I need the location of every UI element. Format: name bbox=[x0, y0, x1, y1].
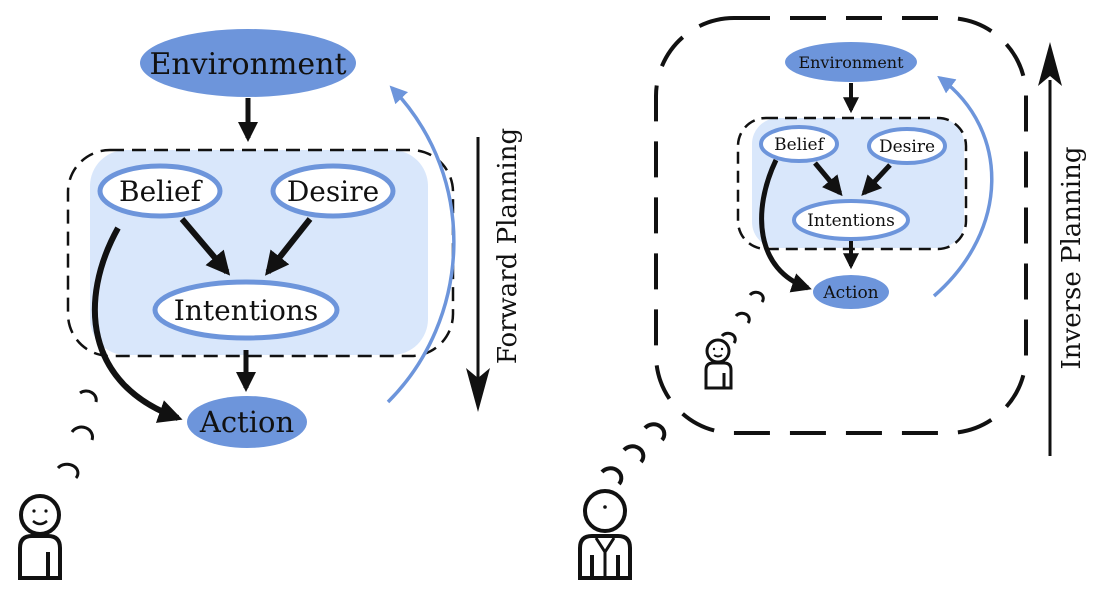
left-belief-label: Belief bbox=[119, 175, 204, 208]
right-environment-label: Environment bbox=[798, 53, 904, 72]
left-action-node bbox=[187, 396, 307, 448]
right-outer-dashed-boundary bbox=[654, 16, 1028, 435]
right-outer-thought-bubble-2 bbox=[622, 444, 646, 464]
child-person-icon bbox=[18, 494, 62, 580]
right-belief-to-action-arrow bbox=[759, 158, 812, 293]
forward-planning-arrowhead bbox=[466, 368, 490, 412]
forward-planning-label: Forward Planning bbox=[493, 128, 523, 364]
left-action-label: Action bbox=[199, 405, 294, 439]
right-outer-thought-bubble-1 bbox=[643, 422, 667, 442]
right-inner-thought-bubble-2 bbox=[734, 311, 751, 324]
left-feedback-arc bbox=[386, 85, 456, 404]
left-thought-bubble-1 bbox=[79, 389, 98, 403]
left-thought-bubble-2 bbox=[70, 425, 94, 441]
left-belief-to-intentions-arrow bbox=[179, 217, 231, 276]
left-desire-label: Desire bbox=[287, 175, 379, 208]
left-environment-node bbox=[140, 29, 356, 97]
inverse-planning-arrowhead bbox=[1038, 42, 1062, 86]
right-desire-node bbox=[867, 127, 947, 165]
right-diagram: Environment Belief Desire Intentions Act… bbox=[578, 16, 1087, 580]
right-intentions-label: Intentions bbox=[807, 211, 895, 231]
right-belief-label: Belief bbox=[774, 135, 825, 155]
right-intentions-node bbox=[792, 199, 910, 241]
right-outer-thought-bubble-3 bbox=[600, 466, 624, 486]
right-belief-node bbox=[759, 125, 839, 163]
left-intentions-label: Intentions bbox=[174, 294, 318, 327]
left-intentions-node bbox=[152, 279, 340, 341]
right-belief-to-intentions-arrow bbox=[813, 161, 843, 197]
right-environment-node bbox=[785, 42, 917, 82]
small-child-person-icon bbox=[704, 338, 733, 390]
adult-person-icon bbox=[578, 489, 632, 580]
left-desire-node bbox=[270, 163, 396, 219]
right-action-label: Action bbox=[822, 283, 878, 303]
right-action-node bbox=[813, 275, 889, 309]
left-environment-label: Environment bbox=[149, 47, 346, 82]
left-thought-bubble-3 bbox=[56, 462, 80, 479]
inverse-planning-label: Inverse Planning bbox=[1057, 146, 1087, 369]
left-belief-to-action-arrow bbox=[91, 226, 183, 423]
right-inner-thought-bubble-1 bbox=[748, 290, 765, 303]
left-diagram: Environment Belief Desire Intentions Act… bbox=[18, 29, 523, 580]
right-inner-thought-bubble-3 bbox=[720, 331, 737, 344]
right-desire-label: Desire bbox=[879, 137, 935, 157]
right-feedback-arc bbox=[932, 75, 994, 298]
right-desire-to-intentions-arrow bbox=[861, 163, 892, 196]
left-desire-to-intentions-arrow bbox=[265, 217, 313, 276]
left-belief-node bbox=[97, 163, 223, 219]
